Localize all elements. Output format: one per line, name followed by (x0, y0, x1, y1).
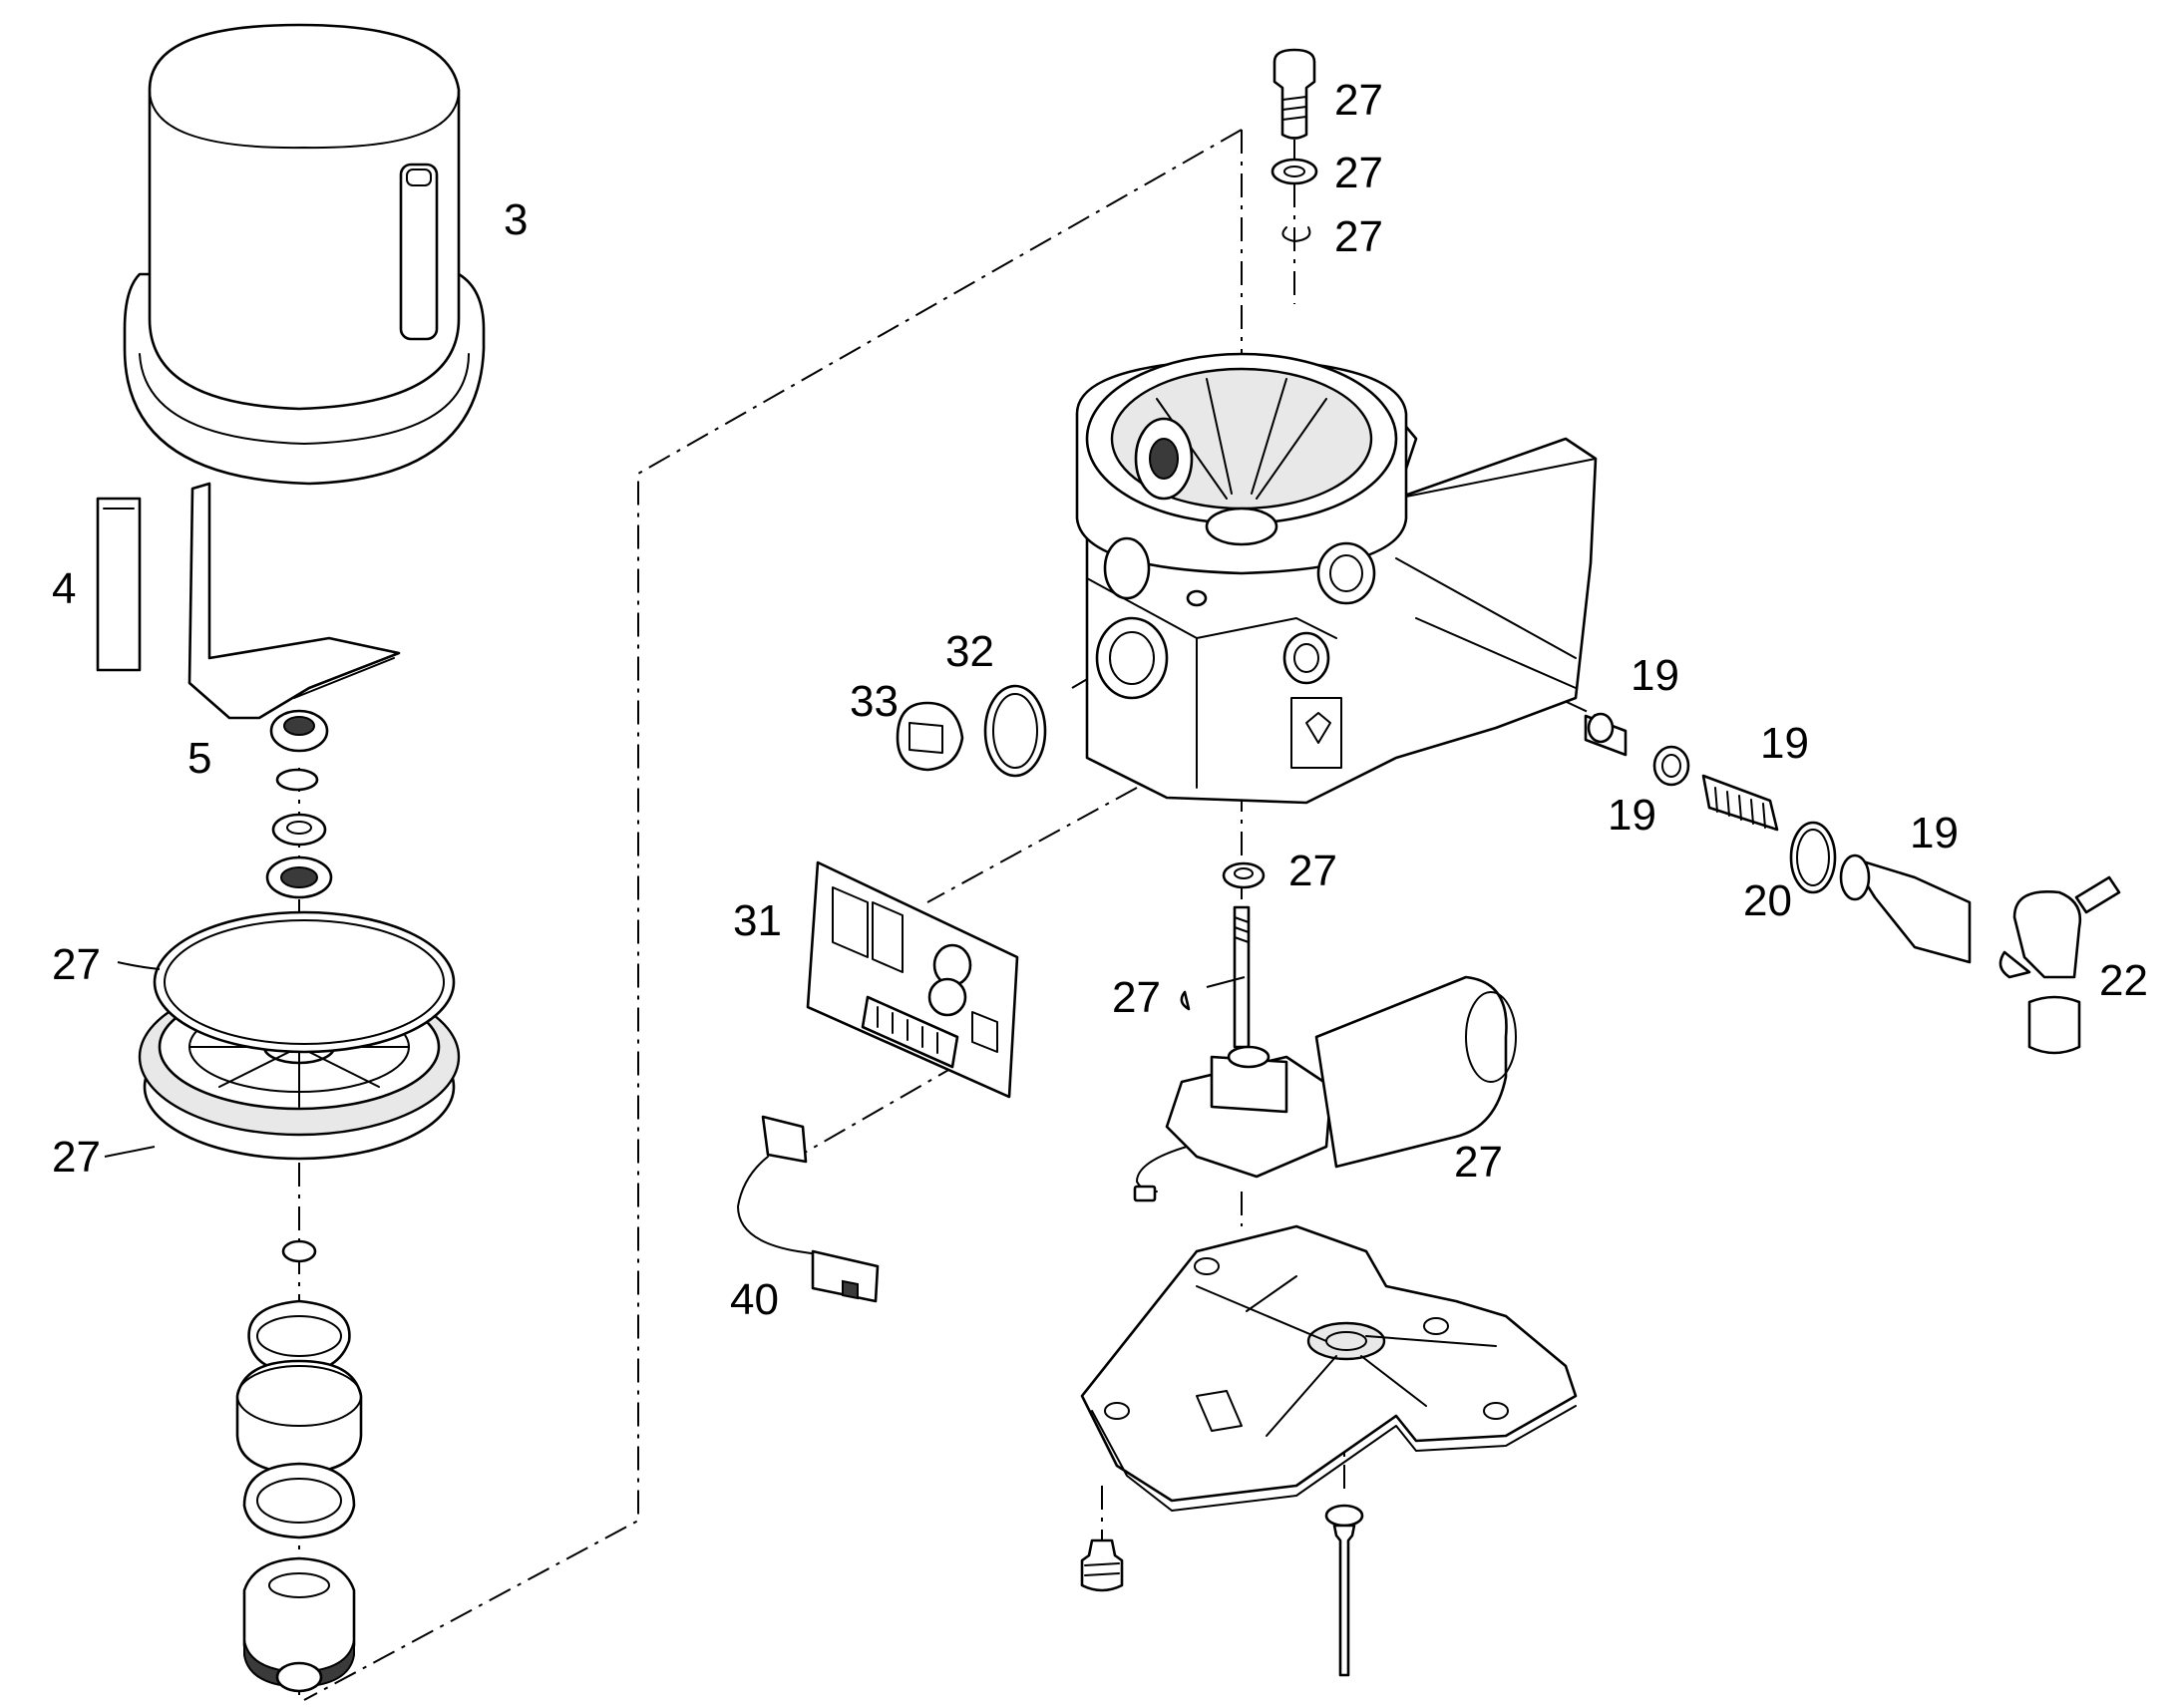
callout-27-lower-oring: 27 (52, 1133, 101, 1182)
callout-32: 32 (945, 627, 994, 676)
sensor-rod (1324, 1504, 1364, 1677)
follower-plate (138, 910, 461, 1263)
callout-19-ring: 19 (1608, 791, 1656, 840)
bottom-screw (1080, 1538, 1124, 1592)
seal-and-plug (896, 684, 1047, 778)
callout-19-pin: 19 (1631, 651, 1679, 700)
callout-27-motor: 27 (1454, 1138, 1503, 1187)
piston-stack (235, 1299, 363, 1693)
callout-5: 5 (187, 734, 211, 783)
callouts: 3 4 5 27 27 27 27 27 33 32 19 19 19 19 2… (52, 76, 2148, 1324)
callout-27-upper-oring: 27 (52, 940, 101, 989)
callout-27-circlip: 27 (1334, 212, 1383, 261)
callout-27-lower-washer: 27 (1288, 847, 1337, 895)
pump-housing (1075, 352, 1598, 805)
top-fasteners (1271, 48, 1318, 242)
base-plate (1080, 1224, 1578, 1512)
circuit-board (806, 860, 1019, 1099)
callout-22: 22 (2099, 956, 2148, 1005)
callout-33: 33 (850, 677, 899, 726)
callout-19-plug: 19 (1910, 809, 1959, 857)
leader-lines (104, 961, 1246, 1158)
valve-train (1584, 712, 2121, 1055)
callout-27-key: 27 (1112, 973, 1161, 1022)
paddle-strip (96, 497, 142, 672)
callout-27-screw: 27 (1334, 76, 1383, 125)
reservoir-cover (123, 23, 486, 486)
callout-19-spring: 19 (1760, 719, 1809, 768)
callout-27-washer: 27 (1334, 149, 1383, 197)
cable-harness (737, 1115, 880, 1303)
stirrer-paddle (187, 482, 401, 899)
lower-washer (1222, 861, 1266, 889)
callout-4: 4 (52, 564, 76, 613)
callout-3: 3 (504, 195, 528, 244)
callout-31: 31 (733, 896, 782, 945)
assembly-axis-lines (298, 129, 1602, 1701)
callout-20: 20 (1743, 876, 1792, 925)
callout-40: 40 (730, 1275, 779, 1324)
